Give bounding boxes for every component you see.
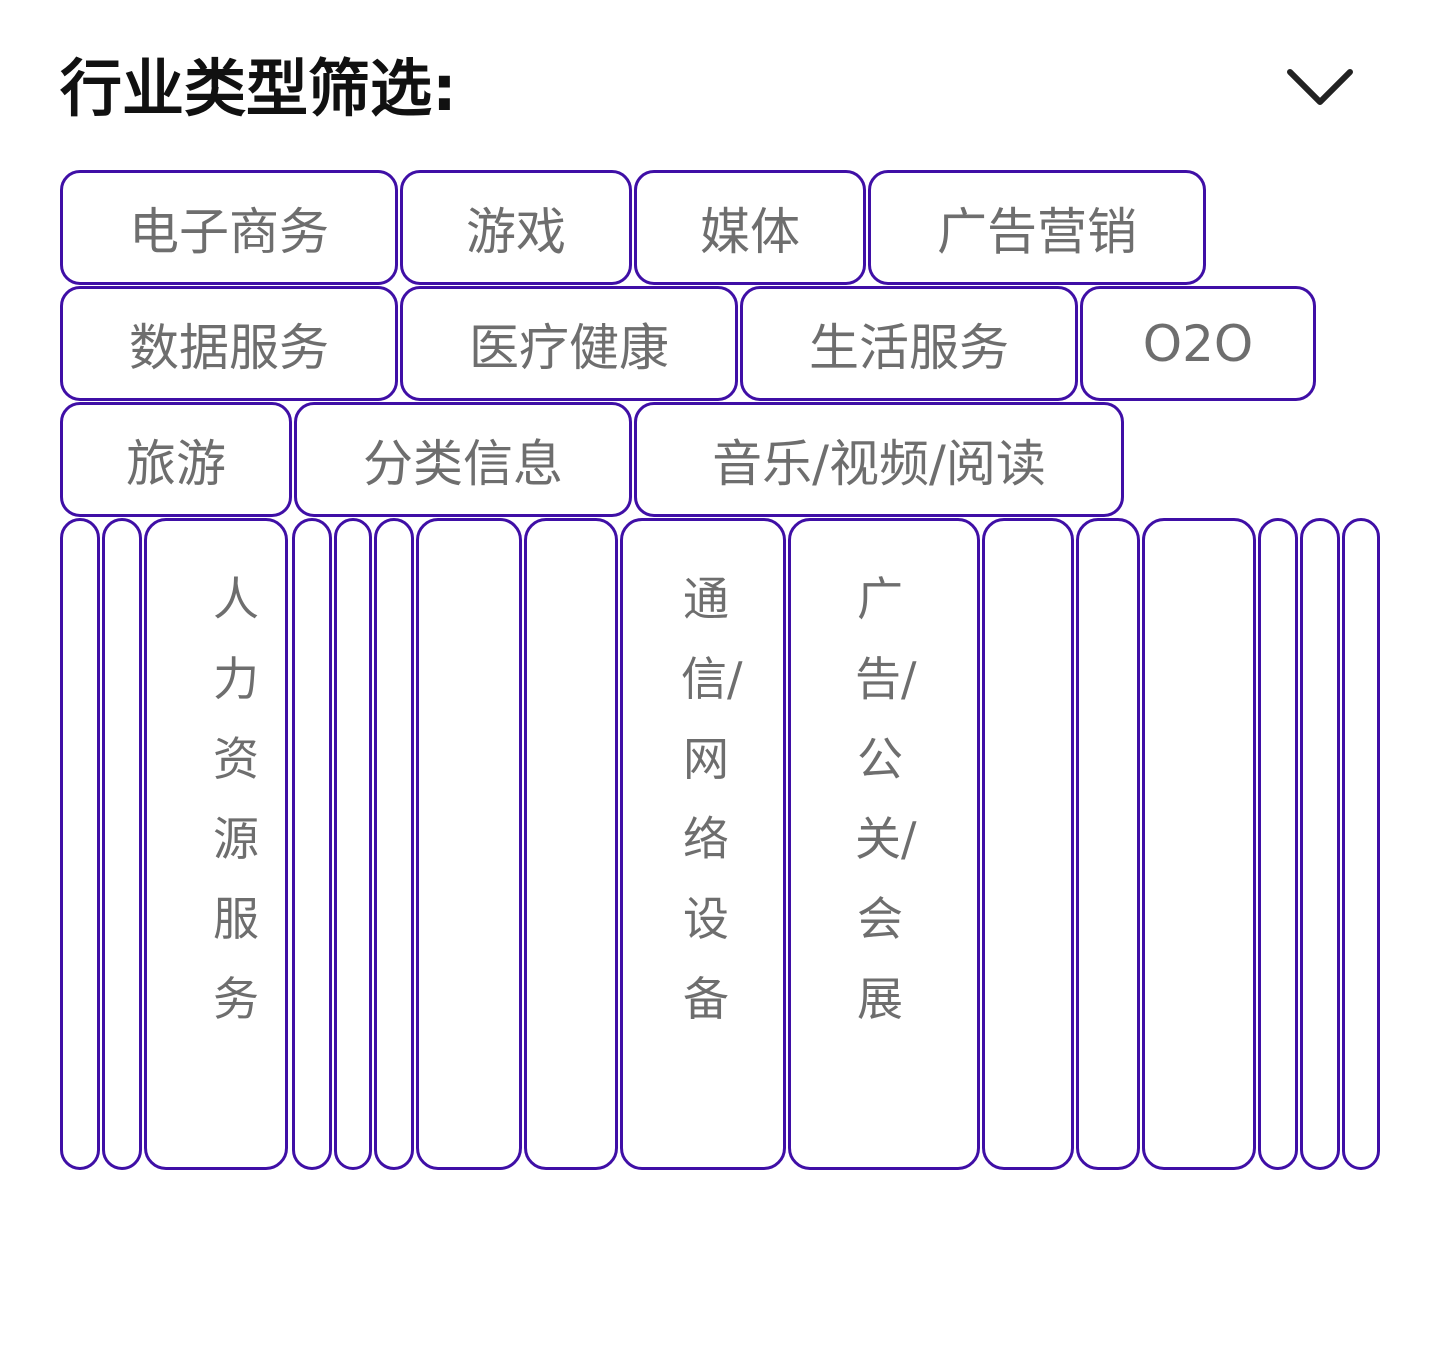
chip-squeezed[interactable] [524, 518, 618, 1170]
chip-ecommerce[interactable]: 电子商务 [60, 170, 398, 285]
chip-healthcare[interactable]: 医疗健康 [400, 286, 738, 401]
chip-games[interactable]: 游戏 [400, 170, 632, 285]
chip-music-video-reading[interactable]: 音乐/视频/阅读 [634, 402, 1124, 517]
chip-advertising-marketing[interactable]: 广告营销 [868, 170, 1206, 285]
chip-squeezed[interactable] [1076, 518, 1140, 1170]
chip-label: 广告/公关/会展 [855, 572, 917, 1026]
chip-travel[interactable]: 旅游 [60, 402, 292, 517]
chip-label: 音乐/视频/阅读 [712, 434, 1046, 493]
chip-label: 人力资源服务 [213, 572, 259, 1026]
chip-label: 旅游 [126, 434, 226, 493]
chip-squeezed[interactable] [982, 518, 1074, 1170]
chip-squeezed[interactable] [1342, 518, 1380, 1170]
chevron-down-icon[interactable] [1286, 62, 1354, 114]
chip-squeezed[interactable] [1142, 518, 1256, 1170]
chip-data-services[interactable]: 数据服务 [60, 286, 398, 401]
chip-classified-info[interactable]: 分类信息 [294, 402, 632, 517]
chip-squeezed[interactable] [102, 518, 142, 1170]
chip-squeezed[interactable] [374, 518, 414, 1170]
chip-squeezed[interactable] [60, 518, 100, 1170]
chip-life-services[interactable]: 生活服务 [740, 286, 1078, 401]
chip-label: 游戏 [466, 202, 566, 261]
chip-label: 媒体 [700, 202, 800, 261]
chip-label: 电子商务 [129, 202, 329, 261]
chip-telecom-network-equipment[interactable]: 通信/网络设备 [620, 518, 786, 1170]
chip-label: 数据服务 [129, 318, 329, 377]
chip-squeezed[interactable] [334, 518, 372, 1170]
chip-ad-pr-exhibition[interactable]: 广告/公关/会展 [788, 518, 980, 1170]
chip-squeezed[interactable] [416, 518, 522, 1170]
chip-label: 分类信息 [363, 434, 563, 493]
chip-squeezed[interactable] [1300, 518, 1340, 1170]
chip-squeezed[interactable] [292, 518, 332, 1170]
chip-label: 广告营销 [937, 202, 1137, 261]
chip-label: 生活服务 [809, 318, 1009, 377]
chip-hr-services[interactable]: 人力资源服务 [144, 518, 288, 1170]
chip-label: 医疗健康 [469, 318, 669, 377]
chip-label: O2O [1142, 314, 1254, 373]
chip-label: 通信/网络设备 [681, 572, 743, 1026]
page-title: 行业类型筛选: [60, 52, 457, 125]
chip-o2o[interactable]: O2O [1080, 286, 1316, 401]
chip-media[interactable]: 媒体 [634, 170, 866, 285]
chip-squeezed[interactable] [1258, 518, 1298, 1170]
